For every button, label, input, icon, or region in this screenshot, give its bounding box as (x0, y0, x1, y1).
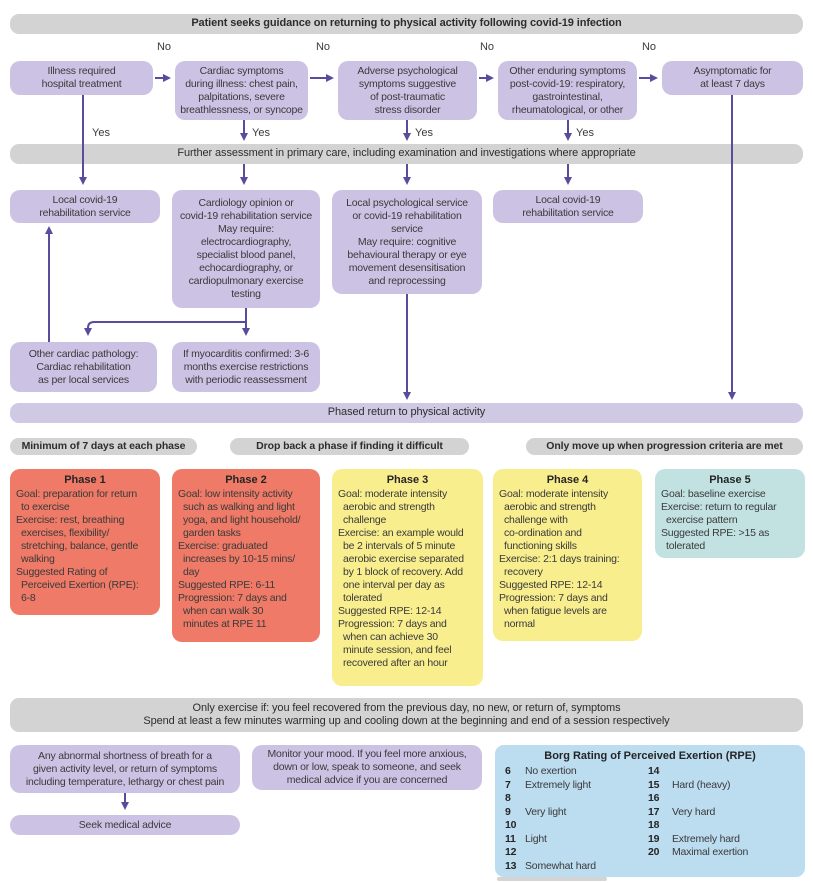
phase-4-rpe: Suggested RPE: 12-14 (499, 579, 603, 591)
no-label-3: No (479, 41, 495, 53)
myocarditis-box: If myocarditis confirmed: 3-6 months exe… (172, 342, 320, 392)
service-box-rehab-2: Local covid-19 rehabilitation service (493, 190, 643, 223)
phase-3-goal: Goal: moderate intensity aerobic and str… (338, 488, 448, 526)
seek-advice-box: Seek medical advice (10, 815, 240, 835)
borg-row: 10 (505, 819, 517, 831)
phase-3-exercise: Exercise: an example would be 2 interval… (338, 527, 464, 604)
phase-3-rpe: Suggested RPE: 12-14 (338, 605, 442, 617)
phase-5-rpe: Suggested RPE: >15 as tolerated (661, 527, 770, 552)
no-label-1: No (156, 41, 172, 53)
top-banner: Patient seeks guidance on returning to p… (10, 14, 803, 34)
phase-2-goal: Goal: low intensity activity such as wal… (178, 488, 301, 539)
cardiac-pathology-box: Other cardiac pathology: Cardiac rehabil… (10, 342, 157, 392)
no-label-4: No (641, 41, 657, 53)
borg-row: 8 (505, 792, 511, 804)
phase-4-goal: Goal: moderate intensity aerobic and str… (499, 488, 609, 552)
phase-3-box: Phase 3 Goal: moderate intensity aerobic… (332, 469, 483, 686)
phased-return-banner: Phased return to physical activity (10, 403, 803, 423)
phase-header-minimum: Minimum of 7 days at each phase (10, 438, 197, 455)
decision-box-cardiac: Cardiac symptoms during illness: chest p… (175, 61, 308, 120)
borg-title: Borg Rating of Perceived Exertion (RPE) (544, 750, 756, 762)
service-box-psychological: Local psychological service or covid-19 … (332, 190, 482, 294)
borg-row: 14 (648, 765, 660, 777)
decision-box-other-symptoms: Other enduring symptoms post-covid-19: r… (498, 61, 637, 120)
assessment-banner: Further assessment in primary care, incl… (10, 144, 803, 164)
warning-box: Any abnormal shortness of breath for a g… (10, 745, 240, 793)
phase-4-box: Phase 4 Goal: moderate intensity aerobic… (493, 469, 642, 641)
bottom-artifact (497, 877, 607, 881)
borg-scale-box: Borg Rating of Perceived Exertion (RPE) … (495, 745, 805, 877)
phase-2-title: Phase 2 (225, 474, 267, 486)
service-box-rehab-1: Local covid-19 rehabilitation service (10, 190, 160, 223)
borg-row: 16 (648, 792, 660, 804)
phase-header-dropback: Drop back a phase if finding it difficul… (230, 438, 469, 455)
decision-box-psychological: Adverse psychological symptoms suggestiv… (338, 61, 477, 120)
phase-5-exercise: Exercise: return to regular exercise pat… (661, 501, 777, 526)
phase-4-progression: Progression: 7 days and when fatigue lev… (499, 592, 608, 630)
yes-label-1: Yes (92, 127, 110, 139)
yes-label-3: Yes (415, 127, 433, 139)
phase-5-title: Phase 5 (709, 474, 751, 486)
phase-1-goal: Goal: preparation for return to exercise (16, 488, 138, 513)
phase-1-exercise: Exercise: rest, breathing exercises, fle… (16, 514, 139, 565)
phase-2-rpe: Suggested RPE: 6-11 (178, 579, 275, 591)
phase-header-moveup: Only move up when progression criteria a… (526, 438, 803, 455)
no-label-2: No (315, 41, 331, 53)
phase-2-progression: Progression: 7 days and when can walk 30… (178, 592, 287, 630)
phase-1-rpe: Suggested Rating of Perceived Exertion (… (16, 566, 139, 604)
yes-label-2: Yes (252, 127, 270, 139)
phase-1-box: Phase 1 Goal: preparation for return to … (10, 469, 160, 615)
phase-2-box: Phase 2 Goal: low intensity activity suc… (172, 469, 320, 642)
phase-5-goal: Goal: baseline exercise (661, 488, 766, 500)
borg-row: 18 (648, 819, 660, 831)
phase-5-box: Phase 5 Goal: baseline exercise Exercise… (655, 469, 805, 558)
phase-4-title: Phase 4 (546, 474, 589, 486)
phase-4-exercise: Exercise: 2:1 days training: recovery (499, 553, 620, 578)
phase-1-title: Phase 1 (64, 474, 106, 486)
cardiology-elbow-arrow (84, 321, 246, 336)
yes-label-4: Yes (576, 127, 594, 139)
phase-3-title: Phase 3 (386, 474, 429, 486)
phase-3-progression: Progression: 7 days and when can achieve… (338, 618, 452, 669)
phase-2-exercise: Exercise: graduated increases by 10-15 m… (178, 540, 295, 578)
exercise-rules-line2: Spend at least a few minutes warming up … (143, 715, 670, 727)
exercise-rules-line1: Only exercise if: you feel recovered fro… (192, 701, 621, 714)
mood-box: Monitor your mood. If you feel more anxi… (252, 745, 482, 790)
decision-box-asymptomatic: Asymptomatic for at least 7 days (662, 61, 803, 95)
decision-box-hospital: Illness required hospital treatment (10, 61, 153, 95)
service-box-cardiology: Cardiology opinion or covid-19 rehabilit… (172, 190, 320, 308)
exercise-rules-banner: Only exercise if: you feel recovered fro… (10, 698, 803, 732)
borg-row: 12 (505, 846, 517, 858)
